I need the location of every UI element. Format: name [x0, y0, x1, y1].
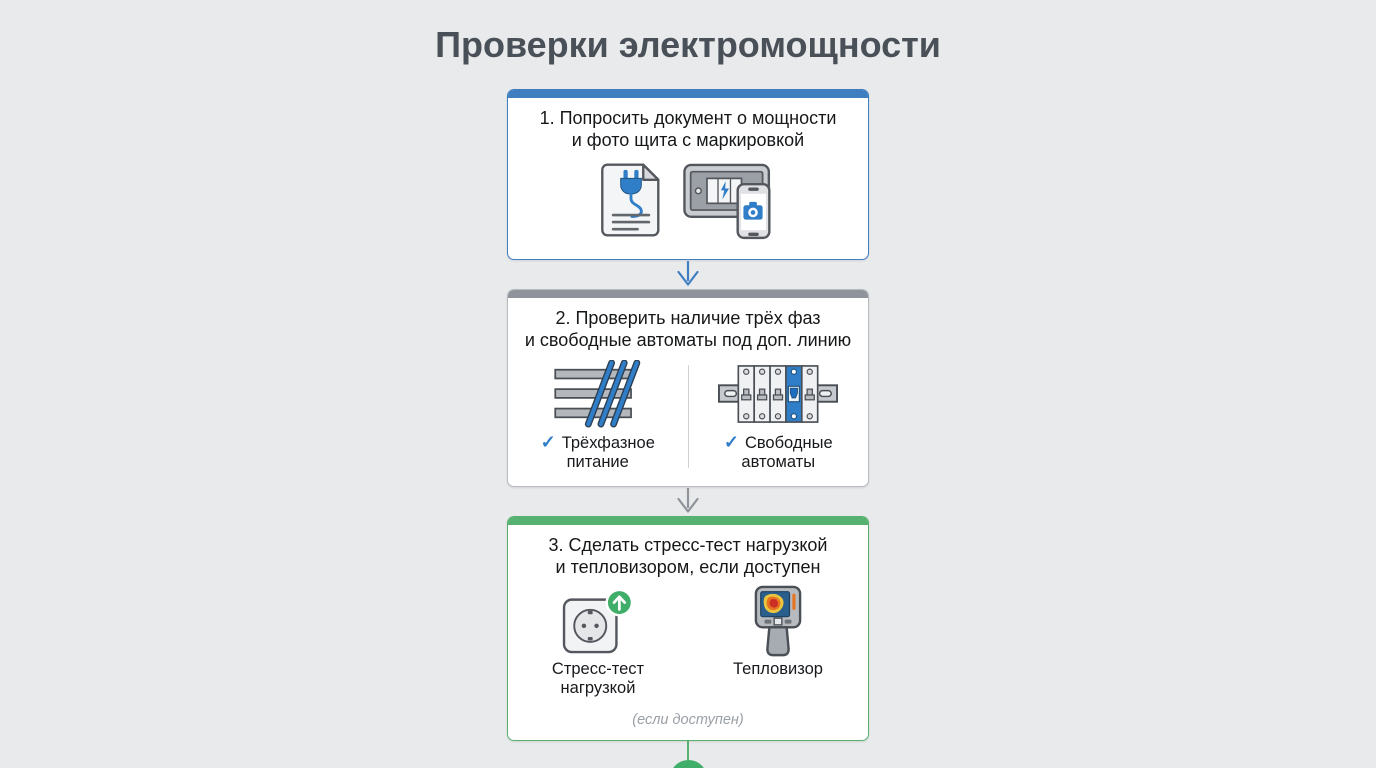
step-2-title-line-1: 2. Проверить наличие трёх фаз — [555, 308, 821, 328]
step-1-title-line-2: и фото щита с маркировкой — [571, 130, 805, 150]
step-2-title-line-2: и свободные автоматы под доп. линию — [524, 330, 852, 350]
stress-test-column: Стресс-тест нагрузкой — [508, 588, 688, 698]
power-document-icon — [599, 162, 663, 243]
stress-test-label-line-2: нагрузкой — [560, 679, 636, 697]
stress-test-label-line-1: Стресс-тест — [551, 660, 645, 678]
load-stress-test-icon — [562, 588, 634, 654]
success-check-icon — [669, 760, 707, 768]
step-3-footnote: (если доступен) — [632, 712, 744, 728]
three-phase-label-line-1: ✓Трёхфазное — [540, 432, 655, 453]
step-3-columns: Стресс-тест нагрузкой — [508, 585, 868, 698]
free-breakers-column: ✓Свободные автоматы — [689, 361, 869, 472]
step-2-title: 2. Проверить наличие трёх фаз и свободны… — [520, 307, 856, 351]
step-3-title-line-1: 3. Сделать стресс-тест нагрузкой — [548, 535, 828, 555]
panel-photo-icon — [683, 159, 777, 245]
step-1-title: 1. Попросить документ о мощности и фото … — [520, 107, 856, 151]
step-1-accent-bar — [508, 90, 868, 98]
three-phase-column: ✓Трёхфазное питание — [508, 360, 688, 472]
arrow-down-icon — [677, 487, 699, 513]
final-flow-line — [686, 741, 690, 760]
thermal-camera-icon — [753, 585, 803, 656]
thermal-camera-column: Тепловизор — [688, 585, 868, 698]
flow-connector-2 — [673, 487, 703, 516]
flow-connector-1 — [673, 260, 703, 289]
free-breakers-icon — [718, 361, 839, 427]
three-phase-label: ✓Трёхфазное питание — [541, 433, 655, 472]
step-1-icons — [508, 159, 868, 245]
step-2-columns: ✓Трёхфазное питание — [508, 360, 869, 472]
step-3-title: 3. Сделать стресс-тест нагрузкой и тепло… — [520, 534, 856, 578]
page-title: Проверки электромощности — [435, 24, 941, 65]
three-phase-icon — [553, 360, 643, 428]
flowchart: 1. Попросить документ о мощности и фото … — [0, 66, 1376, 768]
free-breakers-label: ✓Свободные автоматы — [724, 433, 833, 472]
step-1-title-line-1: 1. Попросить документ о мощности — [539, 108, 837, 128]
three-phase-label-line-2: питание — [566, 453, 629, 471]
step-3-card: 3. Сделать стресс-тест нагрузкой и тепло… — [507, 516, 869, 741]
check-icon: ✓ — [723, 432, 739, 452]
step-3-title-line-2: и тепловизором, если доступен — [555, 557, 821, 577]
step-3-accent-bar — [508, 517, 868, 525]
step-1-card: 1. Попросить документ о мощности и фото … — [507, 89, 869, 260]
free-breakers-label-line-2: автоматы — [741, 453, 816, 471]
thermal-camera-label: Тепловизор — [733, 660, 823, 679]
column-divider — [687, 365, 689, 468]
arrow-down-icon — [677, 260, 699, 286]
step-2-accent-bar — [508, 290, 868, 298]
stress-test-label: Стресс-тест нагрузкой — [552, 660, 644, 698]
thermal-camera-label-line-1: Тепловизор — [733, 660, 823, 678]
free-breakers-label-line-1: ✓Свободные — [723, 432, 833, 453]
step-2-card: 2. Проверить наличие трёх фаз и свободны… — [507, 289, 869, 487]
check-icon: ✓ — [540, 432, 556, 452]
